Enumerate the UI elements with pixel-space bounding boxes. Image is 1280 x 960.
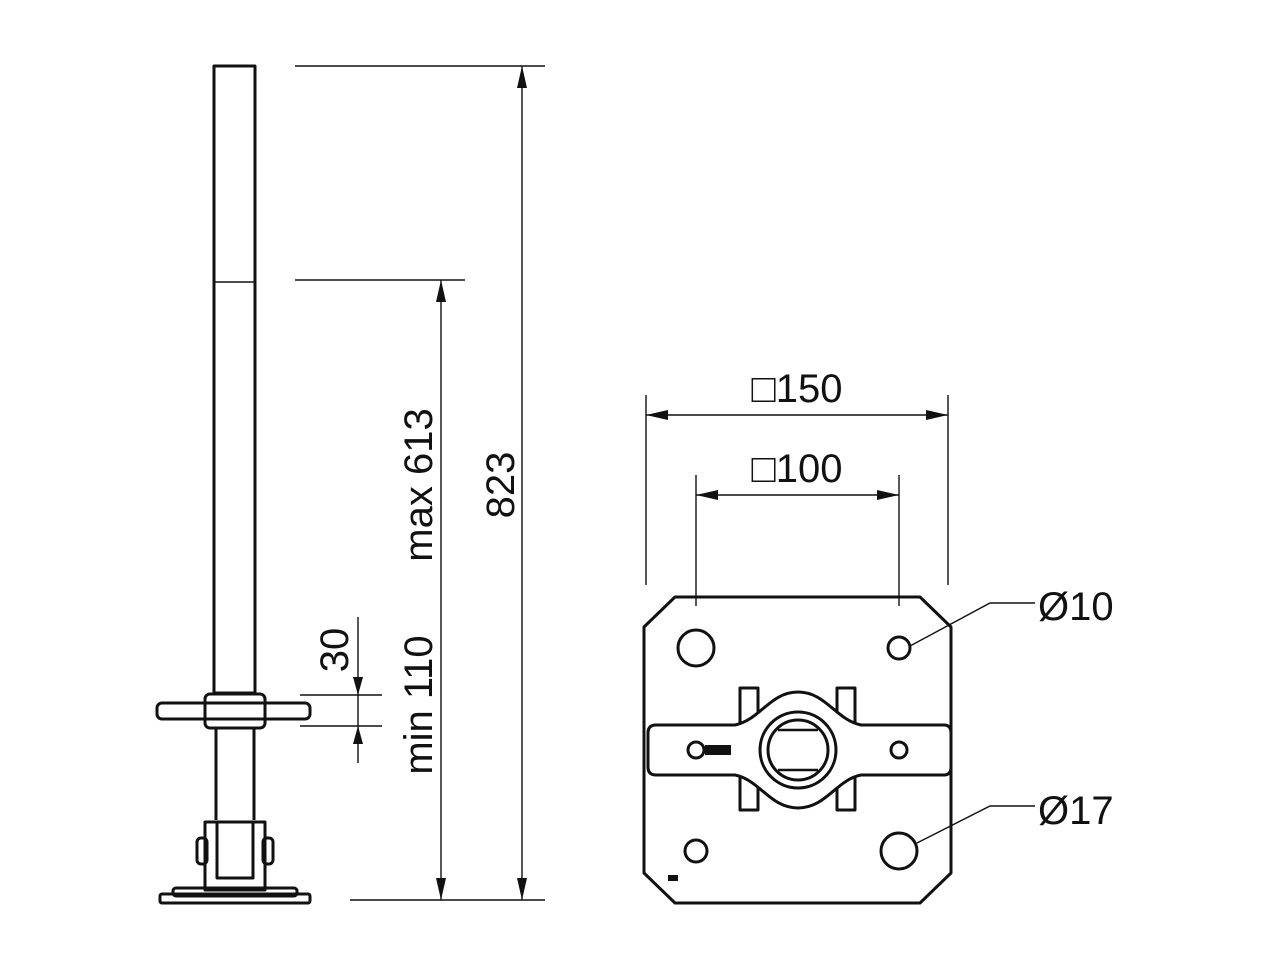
dim-inner-label: □100	[752, 447, 843, 491]
side-view-post	[155, 64, 312, 905]
side-view-dimensions: 823 max 613 min 110 30	[295, 65, 545, 901]
dim-outer-label: □150	[752, 367, 843, 411]
hole-large-label: Ø17	[1038, 789, 1114, 833]
top-view-dimensions: □150 □100 Ø10 Ø17	[645, 367, 1114, 844]
dim-max-label: max 613	[397, 408, 441, 561]
top-view-plate	[642, 595, 953, 905]
dim-collar-label: 30	[313, 628, 357, 673]
hole-small-label: Ø10	[1038, 585, 1114, 629]
dim-total-label: 823	[479, 452, 523, 519]
dim-min-label: min 110	[397, 635, 441, 774]
